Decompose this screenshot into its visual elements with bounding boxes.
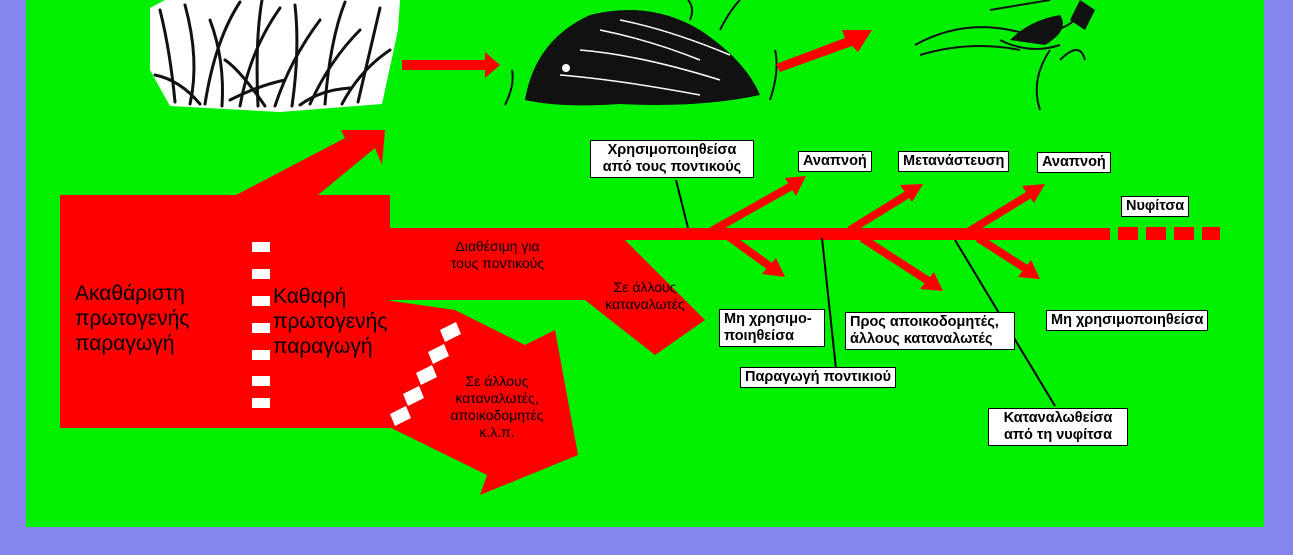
- weasel-illustration-icon: [914, 0, 1095, 111]
- other-consumers-label: Σε άλλους καταναλωτές: [605, 279, 685, 312]
- weasel-box: Νυφίτσα: [1121, 196, 1190, 217]
- respiration-box-2: Αναπνοή: [1037, 152, 1111, 173]
- branch-arrows: [708, 180, 1035, 286]
- net-primary-production-label: Καθαρή πρωτογενής παραγωγή: [273, 285, 388, 358]
- separator-dashes: [252, 242, 461, 426]
- used-by-mice-box: Χρησιμοποιηθείσα από τους ποντικούς: [590, 140, 754, 178]
- available-for-mice-label: Διαθέσιμη για τους ποντικούς: [450, 238, 545, 271]
- to-decomposers-box: Προς αποικοδομητές, άλλους καταναλωτές: [845, 312, 1015, 350]
- mouse-production-box: Παραγωγή ποντικιού: [740, 367, 897, 388]
- respiration-box-1: Αναπνοή: [798, 151, 872, 172]
- consumed-by-weasel-box: Καταναλωθείσα από τη νυφίτσα: [988, 408, 1128, 446]
- not-used-box-2: Μη χρησιμοποιηθείσα: [1046, 310, 1209, 331]
- other-consumers-decomposers-label: Σε άλλους καταναλωτές, αποικοδομητές κ.λ…: [450, 373, 544, 440]
- not-used-box-1: Μη χρησιμο-ποιηθείσα: [719, 309, 825, 347]
- migration-box: Μετανάστευση: [898, 151, 1010, 172]
- vole-illustration-icon: [504, 0, 778, 106]
- grass-illustration-icon: [150, 0, 400, 112]
- energy-flow-arrows: [60, 30, 1220, 495]
- gross-primary-production-label: Ακαθάριστη πρωτογενής παραγωγή: [75, 282, 190, 355]
